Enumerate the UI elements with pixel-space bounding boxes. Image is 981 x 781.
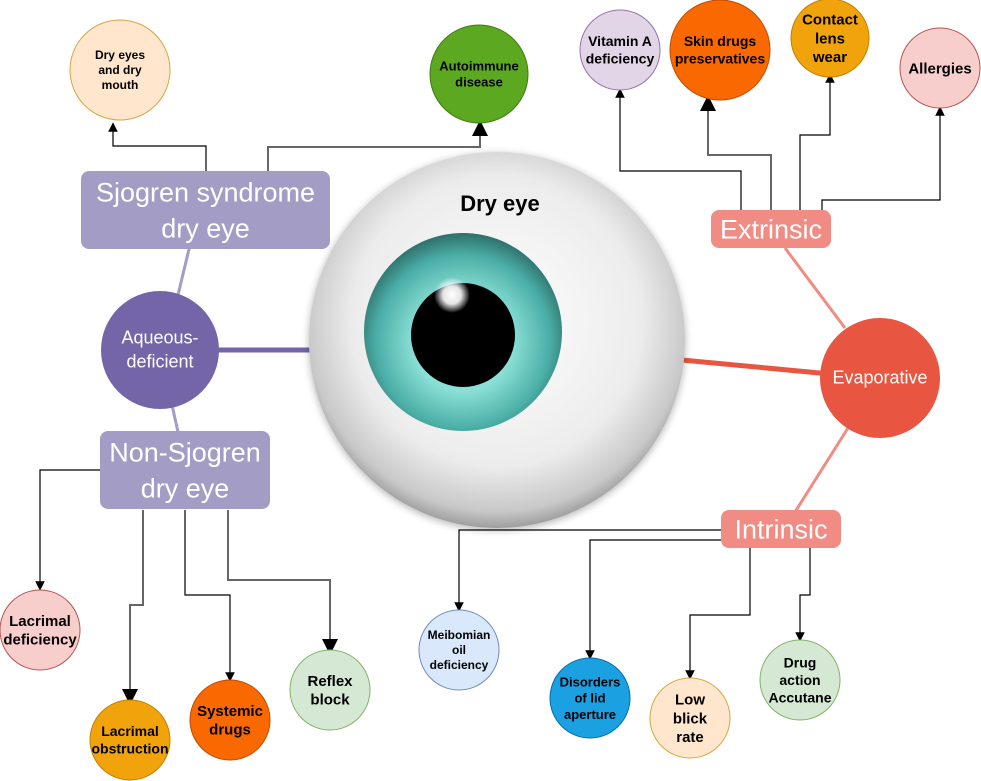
reflex-block-connector: [227, 510, 338, 655]
vitamin-a-deficiency-connector: [615, 88, 742, 210]
extrinsic-box[interactable]: [711, 210, 831, 248]
non-sjogren-box[interactable]: [100, 431, 270, 509]
low-blink-rate-connector: [685, 548, 751, 680]
allergies-node[interactable]: [899, 27, 981, 109]
lacrimal-obstruction-connector: [122, 510, 144, 705]
aqueous-deficient-label: Aqueous-deficient: [121, 327, 198, 371]
dry-eyes-dry-mouth-node[interactable]: [69, 19, 171, 121]
reflex-block-node[interactable]: [289, 649, 371, 731]
intrinsic-label: Intrinsic: [734, 514, 827, 544]
dry-eyes-dry-mouth-connector: [108, 122, 207, 171]
evaporative-label: Evaporative: [832, 367, 927, 387]
systemic-drugs-connector: [184, 510, 235, 682]
lacrimal-deficiency-node[interactable]: [0, 589, 81, 671]
autoimmune-disease-node[interactable]: [429, 24, 529, 124]
low-blink-rate-node[interactable]: [649, 677, 731, 759]
meibomian-oil-deficiency-node[interactable]: [418, 609, 500, 691]
drug-action-accutane-node[interactable]: [759, 639, 841, 721]
allergies-connector: [821, 106, 945, 210]
pupil: [411, 283, 515, 387]
lacrimal-deficiency-connector: [35, 469, 100, 591]
autoimmune-disease-connector: [267, 120, 488, 171]
center-title: Dry eye: [460, 191, 540, 216]
allergies-label: Allergies: [908, 60, 971, 77]
aqueous-deficient-node[interactable]: [101, 291, 219, 409]
vitamin-a-deficiency-node[interactable]: [579, 9, 661, 91]
extrinsic-link: [783, 247, 847, 329]
drug-action-accutane-connector: [795, 548, 811, 642]
disorders-lid-aperture-node[interactable]: [549, 657, 631, 739]
sjogren-link: [176, 244, 192, 296]
evaporative-branch-line: [681, 357, 831, 377]
evaporative-node[interactable]: [820, 318, 940, 438]
intrinsic-link: [793, 427, 850, 513]
skin-drugs-preservatives-connector: [700, 95, 772, 210]
eye-glint: [434, 277, 470, 313]
disorders-lid-aperture-connector: [585, 539, 721, 660]
systemic-drugs-node[interactable]: [189, 679, 271, 761]
non-sjogren-link: [170, 404, 180, 433]
skin-drugs-preservatives-node[interactable]: [669, 0, 771, 101]
contact-lens-wear-connector: [799, 73, 835, 210]
contact-lens-wear-node[interactable]: [790, 0, 870, 78]
meibomian-oil-deficiency-connector: [454, 529, 721, 612]
sjogren-syndrome-box[interactable]: [81, 171, 330, 249]
intrinsic-box[interactable]: [721, 510, 841, 548]
connectors: [35, 73, 945, 705]
lacrimal-obstruction-node[interactable]: [89, 699, 171, 781]
extrinsic-label: Extrinsic: [720, 214, 822, 244]
